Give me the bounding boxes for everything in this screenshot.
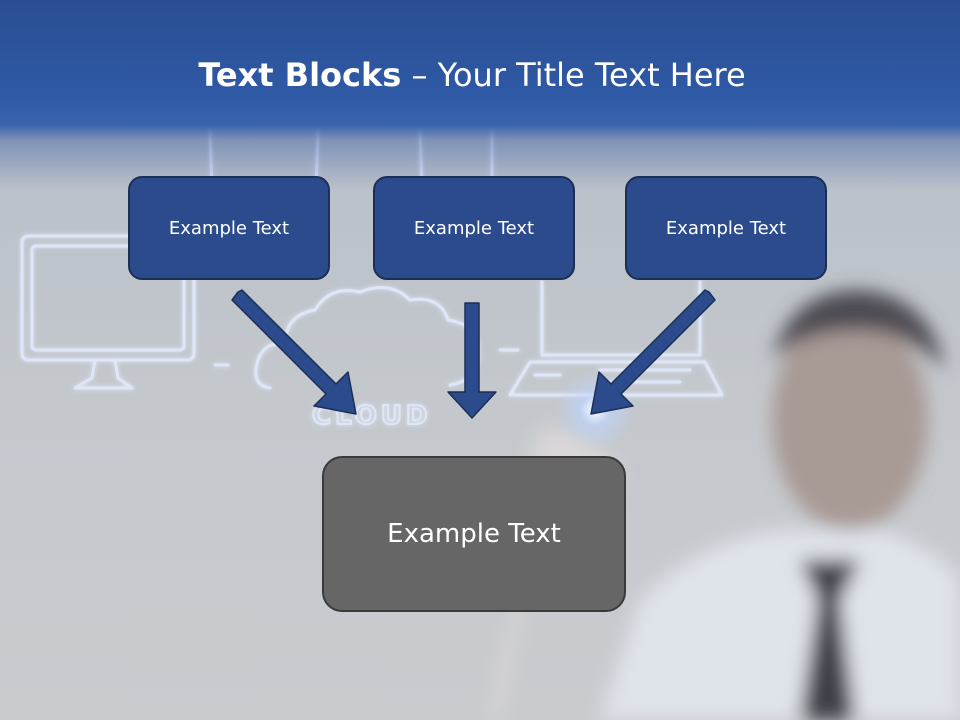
title-bold: Text Blocks: [198, 56, 402, 94]
monitor-sketch-icon: [20, 234, 196, 390]
text-block-1[interactable]: Example Text: [128, 176, 330, 280]
arrow-left-icon: [231, 289, 357, 415]
arrow-center-icon: [447, 302, 497, 419]
slide-title: Text Blocks – Your Title Text Here: [0, 52, 944, 98]
arrow-right-icon: [590, 289, 716, 415]
text-block-2[interactable]: Example Text: [373, 176, 575, 280]
header-band: [0, 0, 960, 190]
text-block-3-label: Example Text: [665, 217, 787, 239]
main-text-block-label: Example Text: [387, 519, 561, 549]
title-rest: – Your Title Text Here: [401, 56, 746, 94]
text-block-3[interactable]: Example Text: [625, 176, 827, 280]
text-block-2-label: Example Text: [413, 217, 535, 239]
text-block-1-label: Example Text: [168, 217, 290, 239]
main-text-block[interactable]: Example Text: [322, 456, 626, 612]
